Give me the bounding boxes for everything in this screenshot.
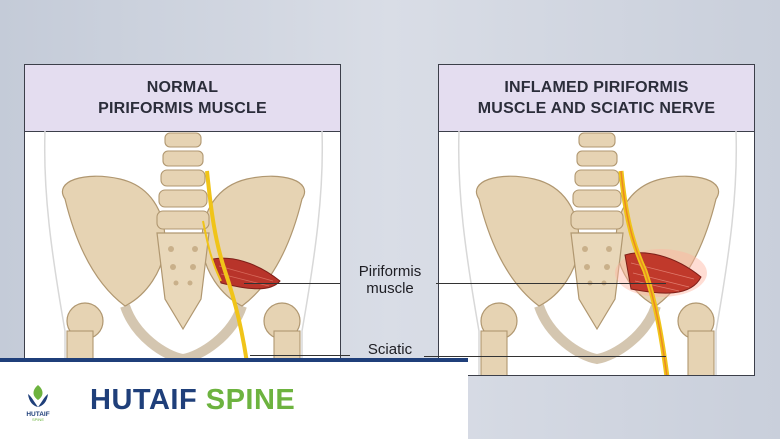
hutaif-spine-logo-icon: HUTAIF SPINE (26, 385, 50, 422)
piriformis-leader-right (436, 283, 666, 285)
brand-name-part2: SPINE (205, 384, 296, 416)
piriformis-leader-left (244, 283, 340, 285)
inflamed-pelvis-illustration (457, 131, 738, 375)
sciatic-leader-right (424, 356, 666, 358)
normal-panel: NORMAL PIRIFORMIS MUSCLE (24, 64, 341, 376)
panel-title-line2: PIRIFORMIS MUSCLE (98, 100, 267, 117)
piriformis-label-line1: Piriformis (358, 263, 422, 280)
inflamed-panel: INFLAMED PIRIFORMIS MUSCLE AND SCIATIC N… (438, 64, 755, 376)
panel-title-line1: NORMAL (146, 79, 219, 96)
sciatic-label: Sciatic (367, 341, 413, 358)
piriformis-label-line2: muscle (366, 280, 414, 297)
sciatic-leader-left (250, 355, 350, 357)
brand-footer: HUTAIF SPINE HUTAIF SPINE (0, 362, 468, 439)
panel-title-line2: MUSCLE AND SCIATIC NERVE (477, 100, 716, 117)
svg-text:SPINE: SPINE (32, 417, 44, 422)
svg-text:HUTAIF: HUTAIF (26, 411, 49, 418)
brand-name: HUTAIF SPINE (90, 384, 295, 417)
panel-title: NORMAL PIRIFORMIS MUSCLE (25, 65, 340, 132)
normal-pelvis-illustration (43, 131, 324, 375)
brand-accent-bar (0, 358, 468, 362)
piriformis-label: Piriformis muscle (342, 263, 438, 297)
panel-title-line1: INFLAMED PIRIFORMIS (504, 79, 689, 96)
brand-name-part1: HUTAIF (90, 384, 198, 416)
panel-title: INFLAMED PIRIFORMIS MUSCLE AND SCIATIC N… (439, 65, 754, 132)
